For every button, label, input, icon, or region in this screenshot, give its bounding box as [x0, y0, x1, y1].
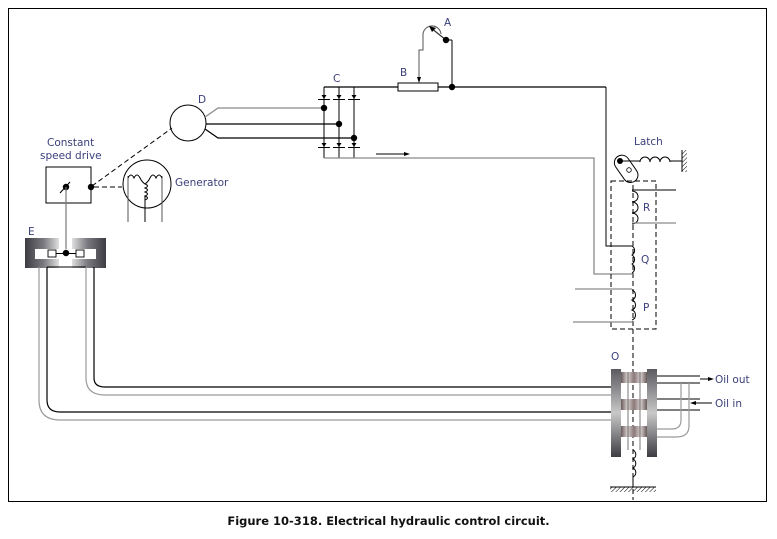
label-oil-out: Oil out	[715, 374, 750, 386]
diode-icon	[321, 95, 327, 99]
figure-frame	[8, 8, 767, 502]
servo-valve-e	[25, 238, 106, 268]
latch	[613, 150, 687, 183]
diode-icon	[336, 143, 342, 147]
generator	[122, 159, 172, 222]
motor-d	[169, 104, 355, 142]
solenoid-coils	[573, 180, 676, 500]
diode-icon	[321, 143, 327, 147]
diode-icon	[351, 95, 357, 99]
adjuster-a	[417, 25, 453, 87]
label-csd-line1: Constant	[47, 137, 94, 149]
label-latch: Latch	[634, 136, 663, 148]
label-c: C	[333, 73, 340, 85]
rectifier-c	[318, 86, 632, 275]
label-q: Q	[641, 254, 649, 266]
label-a: A	[444, 17, 452, 29]
diode-icon	[336, 95, 342, 99]
figure-caption: Figure 10-318. Electrical hydraulic cont…	[227, 514, 550, 528]
label-d: D	[198, 94, 206, 106]
label-b: B	[400, 67, 407, 79]
label-oil-in: Oil in	[715, 398, 742, 410]
selector-valve-o	[610, 369, 714, 492]
label-e: E	[28, 226, 35, 238]
constant-speed-drive	[45, 127, 173, 252]
label-generator: Generator	[175, 177, 229, 189]
label-o: O	[611, 351, 619, 363]
label-csd-line2: speed drive	[40, 150, 102, 162]
label-r: R	[643, 202, 650, 214]
resistor-b	[397, 82, 632, 247]
diode-icon	[351, 143, 357, 147]
label-p: P	[643, 302, 649, 314]
hydraulic-pipes	[38, 267, 612, 421]
